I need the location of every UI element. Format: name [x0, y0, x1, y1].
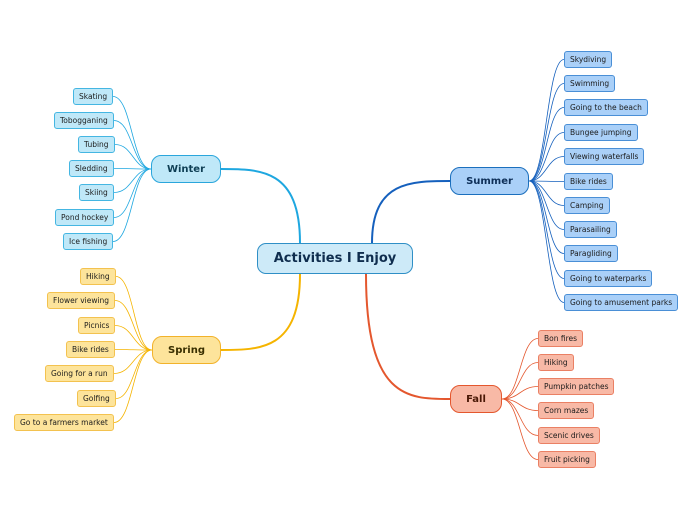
summer-item[interactable]: Parasailing [564, 221, 617, 238]
fall-item[interactable]: Pumpkin patches [538, 378, 615, 395]
branch-spring[interactable]: Spring [152, 336, 221, 364]
spring-item[interactable]: Flower viewing [47, 292, 116, 309]
connector-winter-leaf [114, 144, 152, 170]
summer-item[interactable]: Viewing waterfalls [564, 148, 645, 165]
fall-item[interactable]: Fruit picking [538, 451, 596, 468]
spring-item[interactable]: Picnics [78, 317, 116, 334]
winter-item[interactable]: Skating [73, 88, 114, 105]
summer-item[interactable]: Going to the beach [564, 99, 648, 116]
winter-item[interactable]: Skiing [79, 184, 114, 201]
connector-spring-leaf [115, 349, 153, 399]
connector-spring-leaf [113, 349, 153, 423]
connector-fall-leaf [501, 386, 539, 400]
summer-item[interactable]: Skydiving [564, 51, 613, 68]
summer-item[interactable]: Going to waterparks [564, 270, 653, 287]
winter-item[interactable]: Tubing [78, 136, 115, 153]
connector-summer-leaf [528, 83, 565, 182]
central-topic[interactable]: Activities I Enjoy [257, 243, 413, 274]
connector-summer-leaf [528, 180, 565, 303]
connector-spring-leaf [113, 349, 153, 374]
connector-summer [371, 180, 451, 244]
branch-summer[interactable]: Summer [450, 167, 529, 195]
spring-item[interactable]: Golfing [77, 390, 116, 407]
connector-fall-leaf [501, 362, 539, 400]
spring-item[interactable]: Going for a run [45, 365, 114, 382]
summer-item[interactable]: Bungee jumping [564, 124, 638, 141]
connector-winter-leaf [113, 120, 152, 170]
connector-fall-leaf [501, 398, 539, 460]
winter-item[interactable]: Sledding [69, 160, 114, 177]
connector-summer-leaf [528, 180, 565, 230]
spring-item[interactable]: Bike rides [66, 341, 115, 358]
connector-spring [220, 273, 301, 351]
summer-item[interactable]: Paragliding [564, 245, 618, 262]
winter-item[interactable]: Tobogganing [54, 112, 114, 129]
connector-fall [365, 273, 451, 400]
connector-spring-leaf [114, 300, 153, 351]
connector-winter-leaf [112, 168, 152, 242]
branch-winter[interactable]: Winter [151, 155, 221, 183]
connector-summer-leaf [528, 132, 565, 182]
branch-fall[interactable]: Fall [450, 385, 502, 413]
connector-winter-leaf [113, 168, 152, 170]
spring-item[interactable]: Hiking [80, 268, 116, 285]
summer-item[interactable]: Swimming [564, 75, 616, 92]
winter-item[interactable]: Pond hockey [55, 209, 115, 226]
connector-winter-leaf [113, 168, 152, 193]
connector-winter-leaf [112, 96, 152, 170]
fall-item[interactable]: Scenic drives [538, 427, 600, 444]
summer-item[interactable]: Camping [564, 197, 610, 214]
fall-item[interactable]: Hiking [538, 354, 574, 371]
connector-spring-leaf [114, 349, 153, 351]
connector-fall-leaf [501, 338, 539, 400]
fall-item[interactable]: Bon fires [538, 330, 584, 347]
connector-summer-leaf [528, 59, 565, 182]
connector-summer-leaf [528, 180, 565, 279]
winter-item[interactable]: Ice fishing [63, 233, 114, 250]
connector-winter [220, 168, 301, 244]
connector-summer-leaf [528, 107, 565, 182]
connector-summer-leaf [528, 156, 565, 182]
connector-spring-leaf [114, 325, 153, 351]
connector-winter-leaf [113, 168, 152, 218]
connector-summer-leaf [528, 180, 565, 182]
connector-spring-leaf [115, 276, 153, 351]
summer-item[interactable]: Going to amusement parks [564, 294, 679, 311]
spring-item[interactable]: Go to a farmers market [14, 414, 114, 431]
summer-item[interactable]: Bike rides [564, 173, 613, 190]
fall-item[interactable]: Corn mazes [538, 402, 595, 419]
